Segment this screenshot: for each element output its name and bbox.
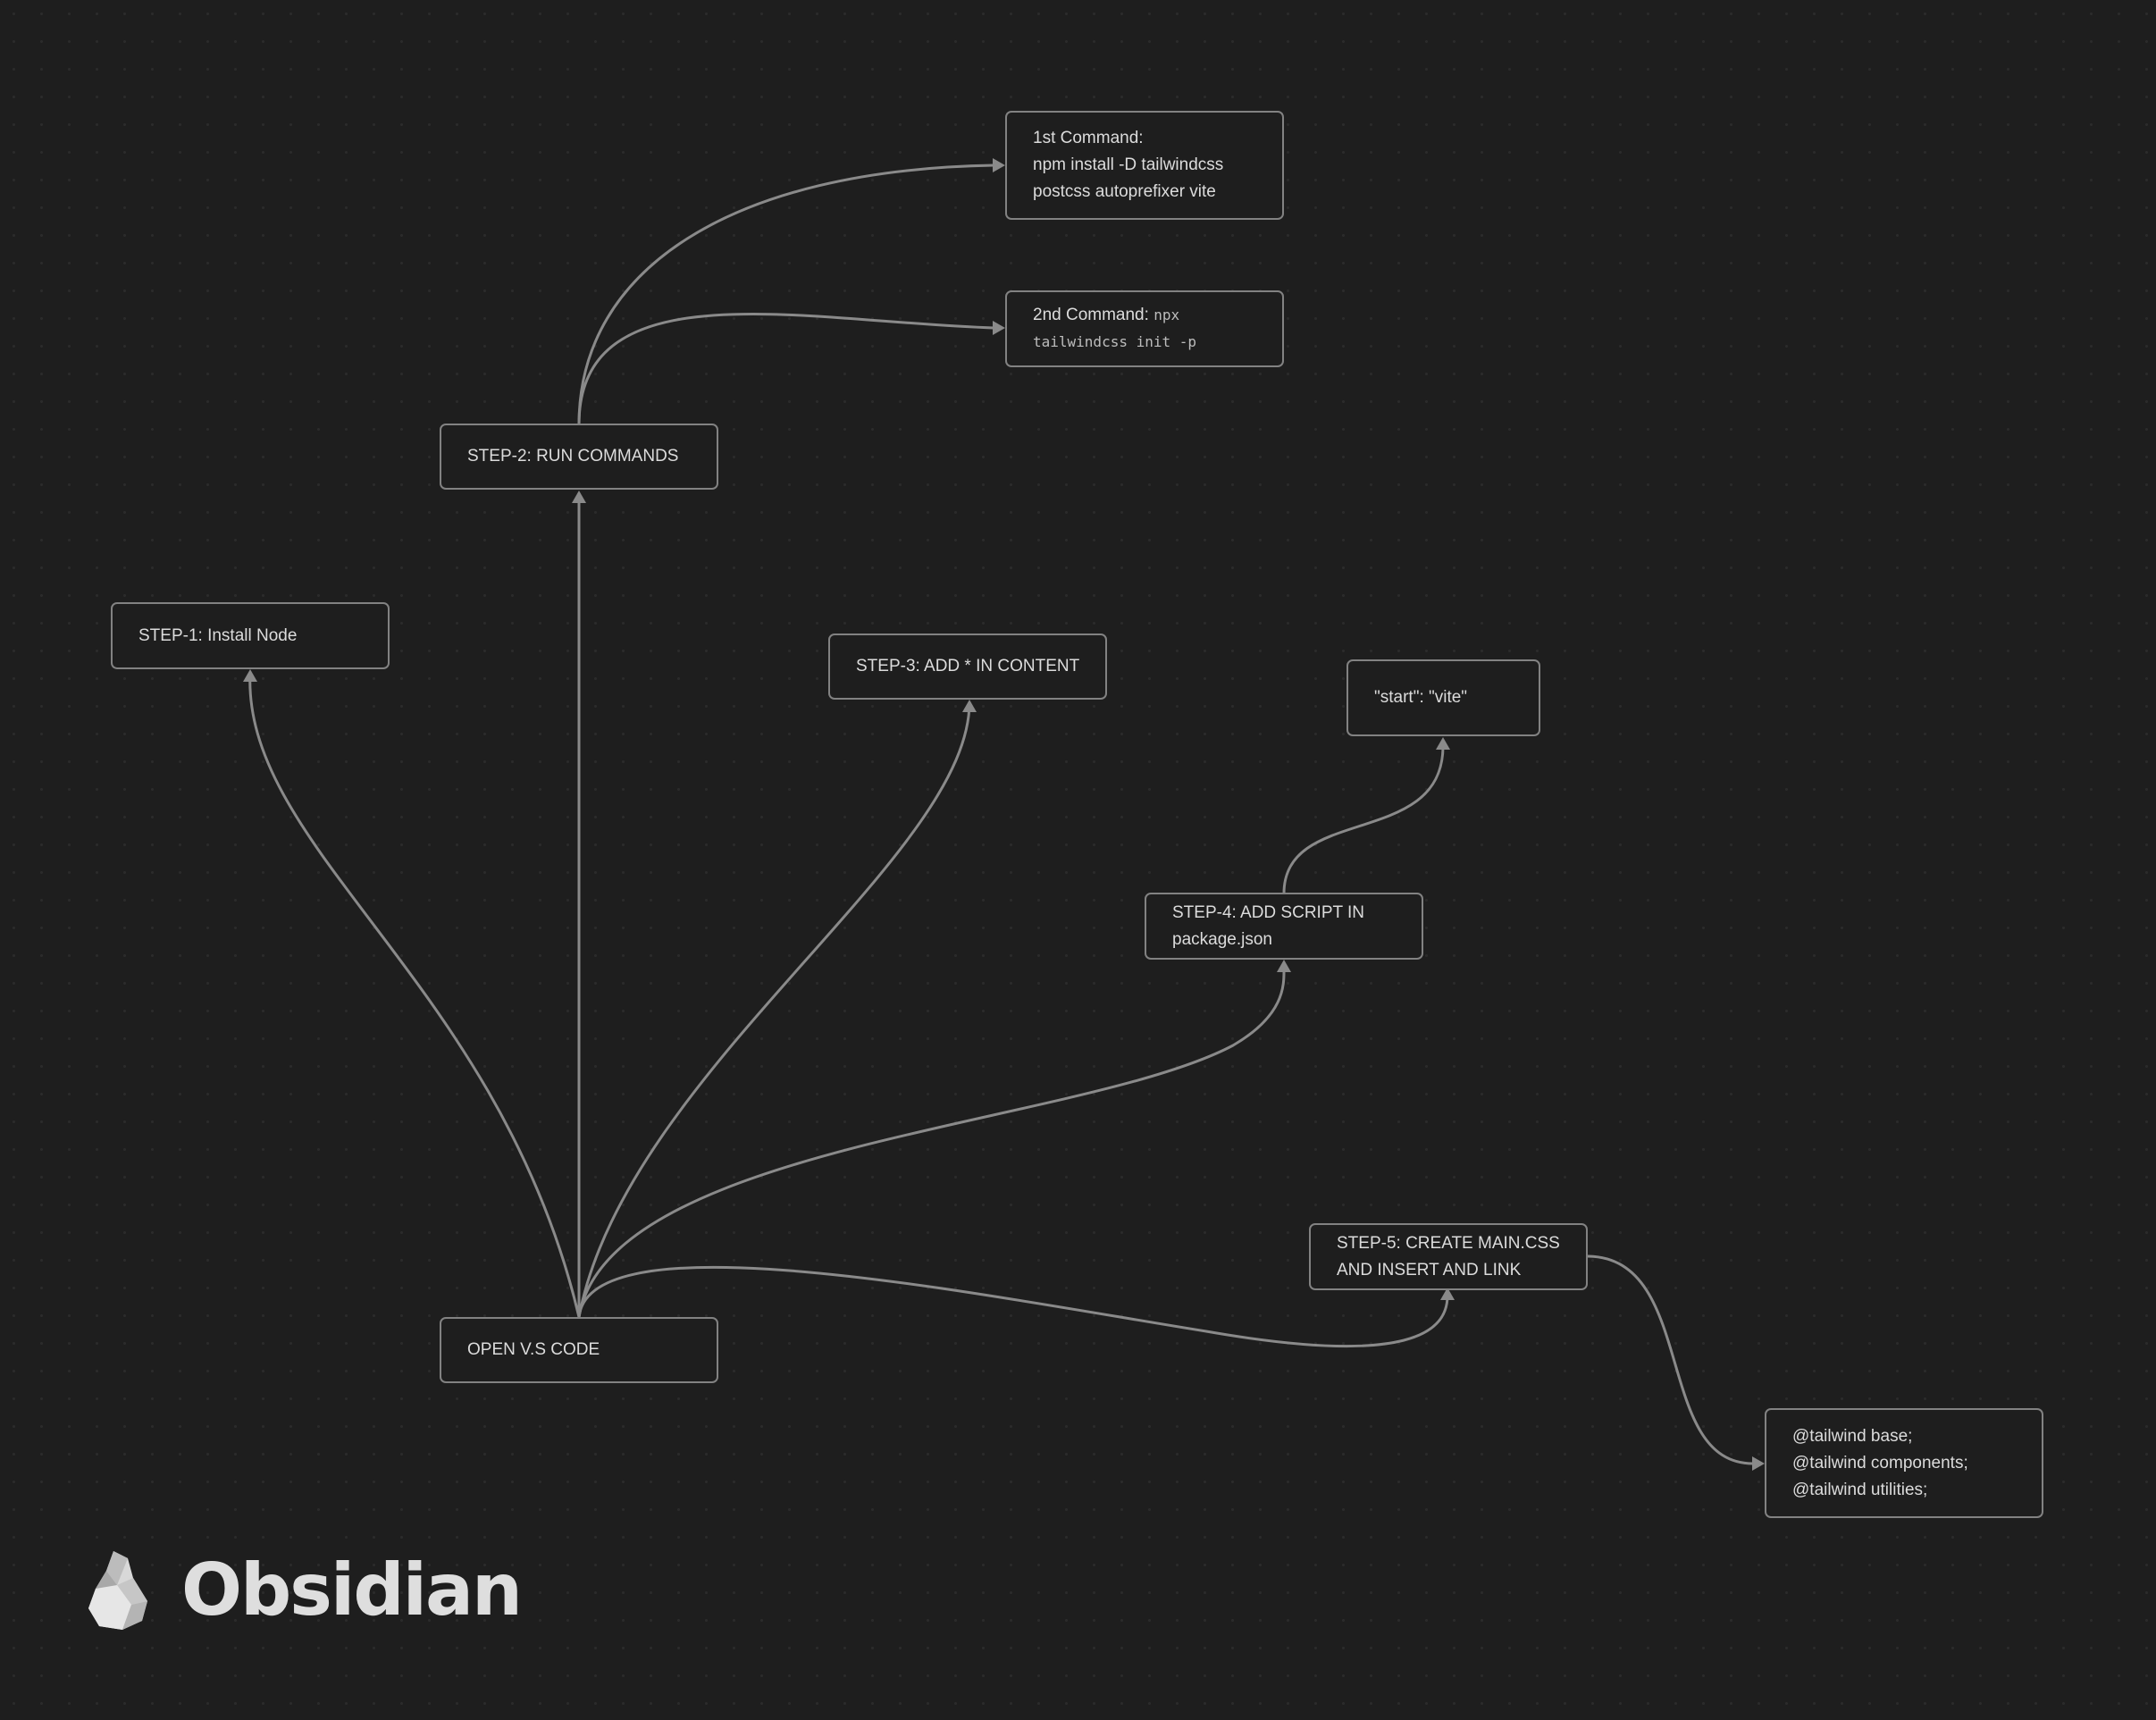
- edge-step4-to-start: [1282, 745, 1445, 894]
- node-open-vs-code-label: OPEN V.S CODE: [467, 1340, 600, 1359]
- edge-open-to-step1: [248, 671, 581, 1318]
- edge-open-to-step5: [577, 1265, 1449, 1347]
- obsidian-logo: Obsidian: [87, 1548, 523, 1632]
- node-second-command-line-1: 2nd Command: npx: [1033, 302, 1256, 329]
- node-first-command-line-2: npm install -D tailwindcss: [1033, 155, 1224, 174]
- node-first-command[interactable]: 1st Command: npm install -D tailwindcss …: [1005, 111, 1284, 220]
- obsidian-logo-text: Obsidian: [181, 1548, 523, 1632]
- obsidian-logo-icon: [88, 1551, 147, 1630]
- arrowhead-start: [1436, 737, 1450, 750]
- node-tailwind-directives-line-1: @tailwind base;: [1792, 1426, 1913, 1446]
- node-tailwind-directives-line-3: @tailwind utilities;: [1792, 1480, 1928, 1499]
- arrowhead-cmd2: [993, 321, 1005, 335]
- arrowhead-step5: [1440, 1288, 1455, 1300]
- node-second-command-code-inline: npx: [1154, 306, 1180, 323]
- node-step-5[interactable]: STEP-5: CREATE MAIN.CSS AND INSERT AND L…: [1309, 1223, 1588, 1290]
- node-step-5-line-1: STEP-5: CREATE MAIN.CSS: [1337, 1233, 1560, 1253]
- node-step-5-line-2: AND INSERT AND LINK: [1337, 1260, 1522, 1280]
- node-step-2-label: STEP-2: RUN COMMANDS: [467, 447, 679, 466]
- node-step-3-label: STEP-3: ADD * IN CONTENT: [856, 657, 1080, 675]
- node-start-vite[interactable]: "start": "vite": [1346, 659, 1540, 736]
- arrowhead-step4: [1277, 960, 1291, 972]
- node-step-4-line-1: STEP-4: ADD SCRIPT IN: [1172, 902, 1365, 922]
- node-step-2[interactable]: STEP-2: RUN COMMANDS: [440, 424, 718, 490]
- node-tailwind-directives[interactable]: @tailwind base; @tailwind components; @t…: [1765, 1408, 2043, 1518]
- arrowhead-cmd1: [993, 158, 1005, 172]
- node-step-4-line-2: package.json: [1172, 929, 1272, 949]
- edge-open-to-step4: [577, 967, 1286, 1318]
- arrowhead-step1: [243, 669, 257, 682]
- node-start-vite-label: "start": "vite": [1374, 688, 1468, 707]
- node-first-command-line-3: postcss autoprefixer vite: [1033, 182, 1216, 201]
- node-first-command-line-1: 1st Command:: [1033, 129, 1144, 147]
- edge-step5-to-tailwind: [1586, 1254, 1754, 1465]
- node-second-command-code-line: tailwindcss init -p: [1033, 333, 1197, 350]
- node-step-1-label: STEP-1: Install Node: [138, 625, 298, 645]
- node-tailwind-directives-line-2: @tailwind components;: [1792, 1453, 1968, 1472]
- arrowhead-step3: [962, 700, 977, 712]
- arrowhead-step2: [572, 491, 586, 503]
- arrowhead-tailwind: [1752, 1456, 1765, 1471]
- edge-step2-to-cmd1: [577, 164, 994, 425]
- node-step-1[interactable]: STEP-1: Install Node: [111, 602, 390, 669]
- node-step-4[interactable]: STEP-4: ADD SCRIPT IN package.json: [1145, 893, 1423, 960]
- node-step-3[interactable]: STEP-3: ADD * IN CONTENT: [828, 633, 1107, 700]
- edge-open-to-step3: [577, 701, 971, 1318]
- node-second-command-label: 2nd Command:: [1033, 306, 1149, 324]
- node-second-command[interactable]: 2nd Command: npx tailwindcss init -p: [1005, 290, 1284, 367]
- node-open-vs-code[interactable]: OPEN V.S CODE: [440, 1317, 718, 1383]
- edge-step2-to-cmd2: [577, 312, 994, 425]
